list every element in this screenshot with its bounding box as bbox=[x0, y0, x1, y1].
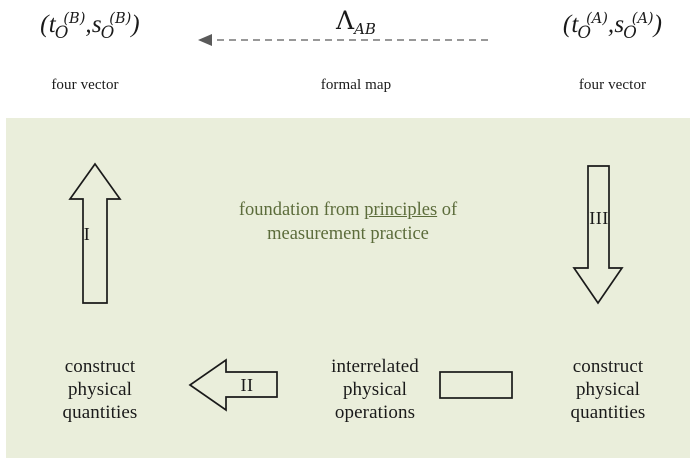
four-vector-a-caption: four vector bbox=[578, 77, 647, 93]
four-vector-b-s-subscript: O bbox=[100, 22, 115, 42]
bottom-center-line-1: interrelated bbox=[331, 356, 419, 377]
bottom-right-line-2: physical bbox=[575, 379, 641, 401]
four-vector-a-t-superscript: (A) bbox=[586, 11, 608, 28]
bottom-center-line-3: operations bbox=[334, 402, 416, 424]
foundation-note: foundation from principles of measuremen… bbox=[218, 198, 478, 246]
arrow-two-label: II bbox=[240, 375, 254, 395]
bottom-left-line-1: construct bbox=[64, 356, 136, 377]
four-vector-a-t-subscript: O bbox=[577, 22, 592, 42]
bottom-right-text: construct physical quantities bbox=[528, 355, 688, 425]
four-vector-a: (tO(A),sO(A)) bbox=[530, 10, 695, 43]
four-vector-a-comma: , bbox=[607, 11, 615, 38]
four-vector-b-s: s bbox=[91, 11, 102, 38]
four-vector-b-t-subscript: O bbox=[54, 22, 69, 42]
bottom-center-text: interrelated physical operations bbox=[295, 355, 455, 425]
four-vector-a-s-superscript: (A) bbox=[631, 11, 654, 28]
four-vector-b-close-paren: ) bbox=[131, 11, 140, 38]
lambda-symbol: Λ bbox=[336, 6, 355, 35]
four-vector-a-open-paren: ( bbox=[562, 11, 572, 38]
four-vector-b-caption: four vector bbox=[51, 77, 119, 93]
arrow-one-label: I bbox=[83, 224, 91, 244]
four-vector-b-t-superscript: (B) bbox=[63, 11, 86, 28]
lambda-subscript: AB bbox=[354, 19, 376, 38]
foundation-note-line1-after: of bbox=[437, 200, 458, 220]
four-vector-a-t: t bbox=[571, 11, 579, 38]
four-vector-b: (tO(B),sO(B)) bbox=[10, 10, 170, 43]
formal-map-caption: formal map bbox=[320, 77, 392, 93]
bottom-center-line-2: physical bbox=[342, 379, 408, 401]
four-vector-b-comma: , bbox=[85, 11, 92, 38]
four-vector-a-s-subscript: O bbox=[623, 22, 637, 42]
four-vector-b-s-superscript: (B) bbox=[109, 11, 132, 28]
four-vector-b-t: t bbox=[48, 11, 56, 38]
principles-underlined: principles bbox=[364, 200, 438, 220]
four-vector-a-close-paren: ) bbox=[653, 11, 663, 38]
bottom-left-text: construct physical quantities bbox=[20, 355, 180, 425]
four-vector-a-s: s bbox=[614, 11, 625, 38]
bottom-left-line-3: quantities bbox=[62, 402, 138, 424]
arrow-three-label: III bbox=[589, 208, 609, 228]
foundation-note-line2: measurement practice bbox=[267, 224, 429, 245]
lambda-map-label: ΛAB bbox=[296, 6, 416, 38]
bottom-right-line-1: construct bbox=[572, 356, 644, 377]
four-vector-b-open-paren: ( bbox=[40, 11, 49, 38]
foundation-note-line1-before: foundation from bbox=[238, 200, 365, 220]
bottom-left-line-2: physical bbox=[67, 379, 133, 401]
bottom-right-line-3: quantities bbox=[570, 402, 646, 424]
